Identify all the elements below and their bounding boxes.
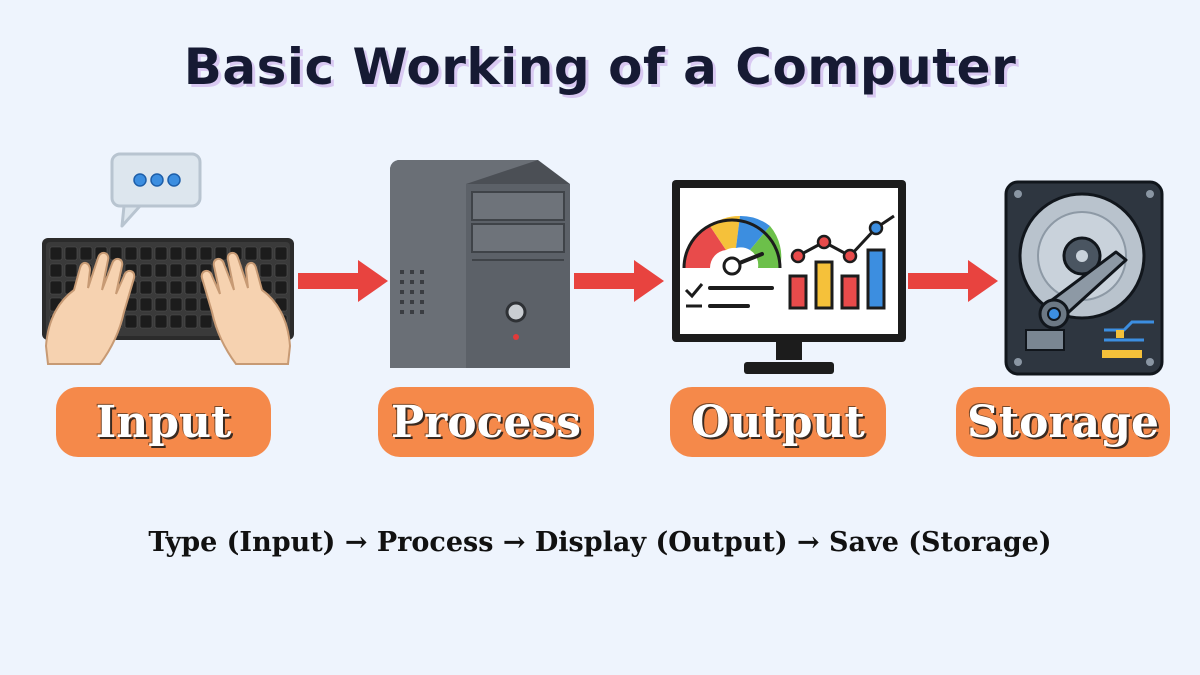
arrow-right-icon [574,260,664,302]
step-storage-text: Storage [967,396,1159,448]
step-storage-label: Storage [956,387,1170,457]
page-title: Basic Working of a Computer [183,38,1017,96]
flow-caption: Type (Input) → Process → Display (Output… [148,527,1052,558]
step-process-text: Process [391,396,581,448]
step-input-text: Input [95,396,232,448]
monitor-dashboard-icon [672,180,906,374]
arrow-right-icon [298,260,388,302]
step-input-label: Input [56,387,271,457]
step-output-label: Output [670,387,886,457]
keyboard-hands-icon [42,152,294,365]
arrow-right-icon [908,260,998,302]
cpu-tower-icon [390,160,570,368]
step-output-text: Output [691,396,865,448]
hard-drive-icon [1004,180,1164,376]
step-process-label: Process [378,387,594,457]
